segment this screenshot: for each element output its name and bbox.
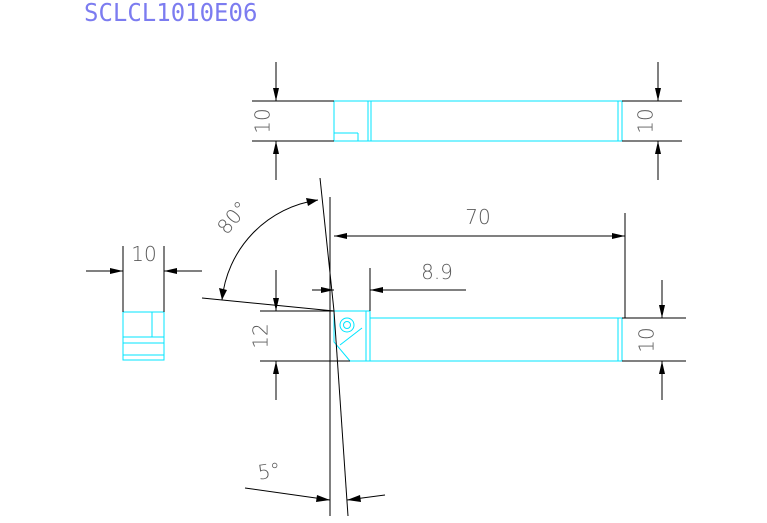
side-view-body — [122, 311, 165, 361]
drawing-title: SCLCL1010E06 — [84, 0, 258, 27]
side-view: 10 — [86, 242, 202, 361]
tool-angle-dim: 80° — [212, 196, 253, 239]
top-left-height-dim: 10 — [251, 108, 275, 133]
side-width-dim: 10 — [131, 242, 156, 266]
offset-dim: 8.9 — [421, 260, 453, 284]
insert-head — [333, 310, 371, 362]
overall-length-dim: 70 — [465, 205, 490, 229]
top-view: 10 10 — [251, 62, 682, 180]
insert-screw — [339, 317, 355, 333]
angle-arc-80 — [221, 199, 319, 301]
shank-height-dim: 10 — [635, 327, 659, 352]
shank-body — [369, 317, 623, 362]
front-view: 80° 70 8.9 12 10 5° — [201, 177, 686, 517]
clearance-angle-dim: 5° — [256, 458, 282, 485]
top-right-height-dim: 10 — [634, 108, 658, 133]
top-view-body — [333, 100, 623, 142]
head-height-dim: 12 — [249, 323, 273, 348]
